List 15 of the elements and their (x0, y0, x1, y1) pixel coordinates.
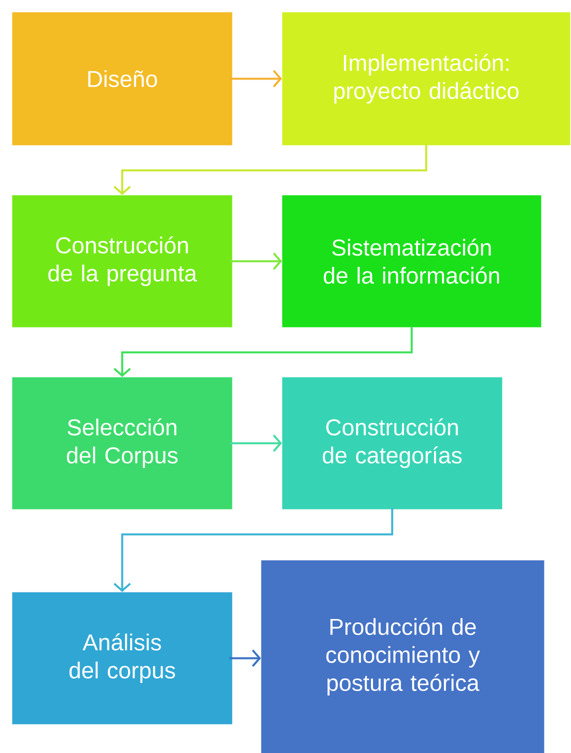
process-box: Sistematización de la información (282, 195, 542, 328)
arrow (114, 326, 413, 377)
arrow (114, 508, 394, 592)
process-box: Seleccción del Corpus (12, 377, 232, 510)
arrow (229, 650, 261, 667)
arrow (229, 70, 282, 88)
arrow (114, 144, 428, 195)
process-box: Implementación: proyecto didáctico (282, 12, 570, 146)
process-box: Diseño (12, 12, 232, 146)
process-box: Producción de conocimiento y postura teórica (261, 560, 544, 753)
process-box: Construcción de la pregunta (12, 195, 232, 328)
arrow (229, 434, 282, 452)
process-box: Construcción de categorías (282, 377, 502, 510)
process-box: Análisis del corpus (12, 592, 232, 724)
arrow (229, 252, 282, 270)
